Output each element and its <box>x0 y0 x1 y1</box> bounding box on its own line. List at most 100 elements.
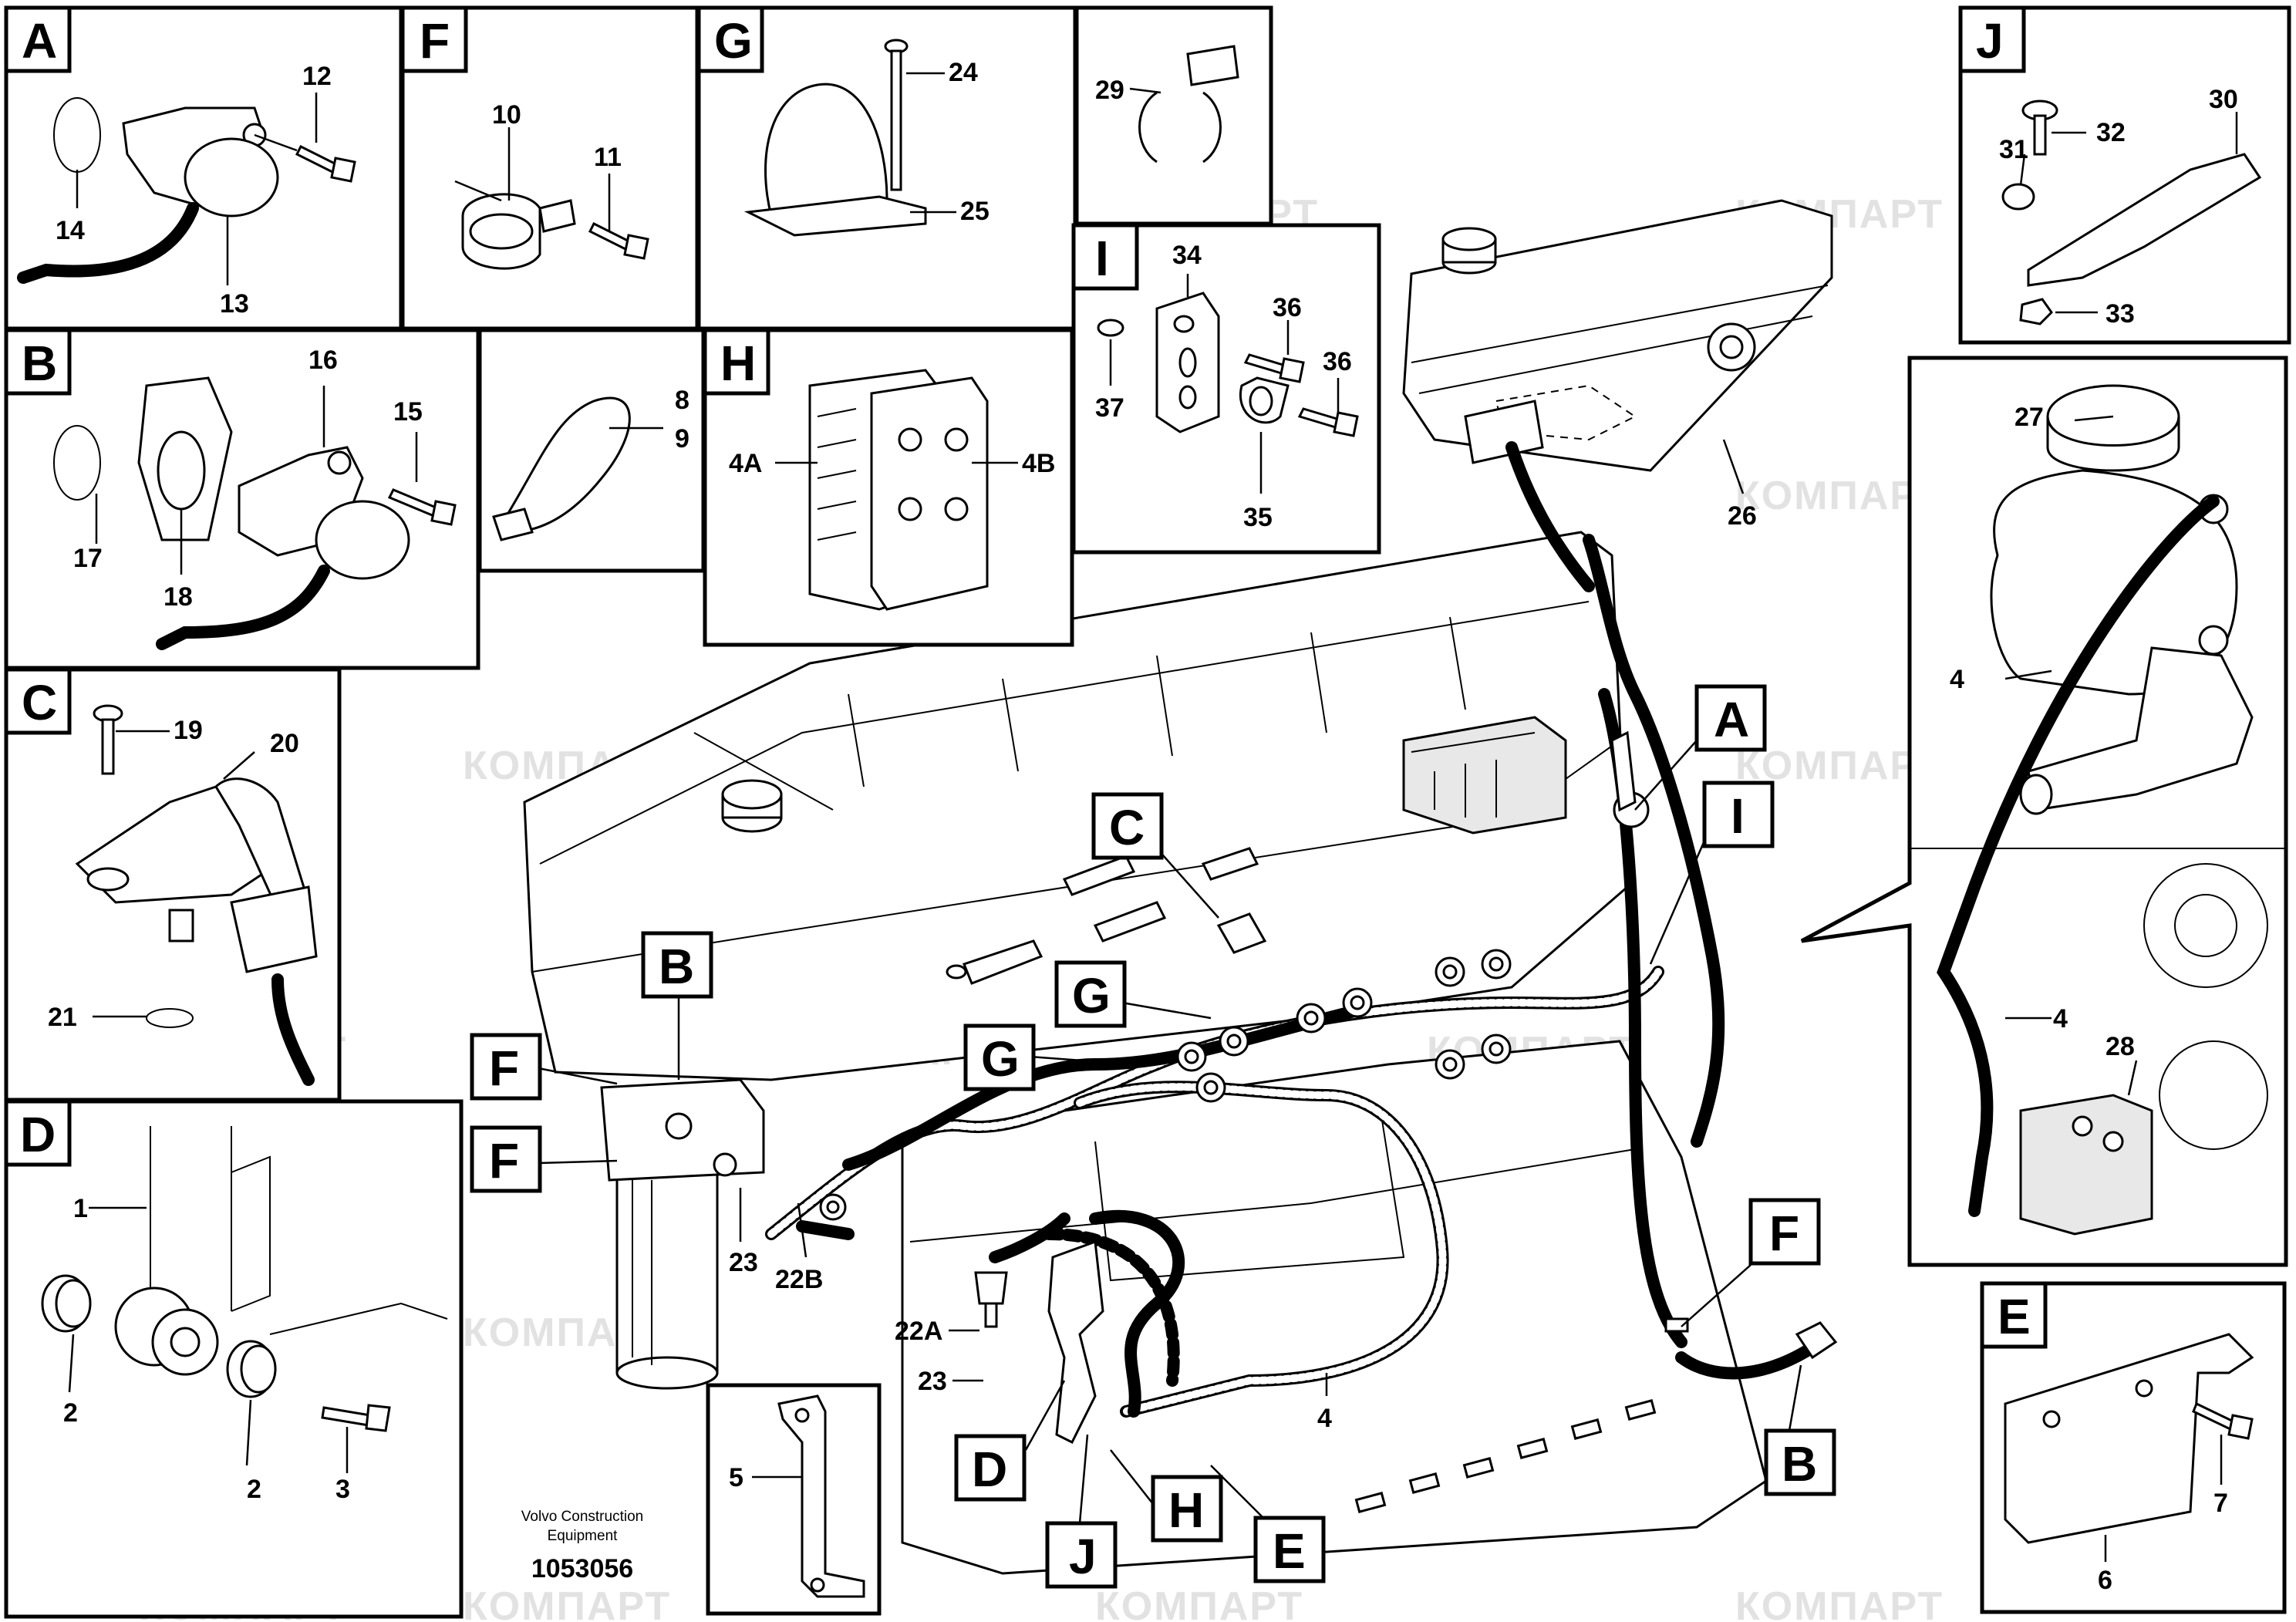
svg-text:2: 2 <box>63 1398 78 1428</box>
svg-text:16: 16 <box>308 346 338 375</box>
callout-b-right: B <box>1764 1364 1836 1496</box>
callout-h: H <box>1110 1449 1223 1543</box>
svg-text:7: 7 <box>2213 1489 2228 1518</box>
svg-text:B: B <box>22 336 57 391</box>
svg-text:2: 2 <box>247 1475 261 1504</box>
panel-b: B 16 15 17 18 <box>4 328 480 670</box>
callout-f-mid: F <box>470 1125 618 1193</box>
svg-text:C: C <box>1109 800 1145 855</box>
panel-a: A 12 14 13 <box>4 5 403 331</box>
connector-icon <box>1342 987 1373 1018</box>
svg-text:Volvo Construction: Volvo Construction <box>521 1509 643 1525</box>
panel-bracket5: 5 <box>706 1383 882 1616</box>
svg-text:35: 35 <box>1243 503 1273 532</box>
panel-f: F 10 11 <box>400 5 700 331</box>
nut-icon <box>2019 298 2053 325</box>
callout-g-bottom: G <box>963 1023 1135 1091</box>
pulleys-icon <box>1910 848 2286 1150</box>
cable-tie-icon <box>492 396 631 541</box>
svg-text:J: J <box>1069 1529 1097 1584</box>
svg-text:36: 36 <box>1323 347 1352 376</box>
svg-text:КОМПАРТ: КОМПАРТ <box>1095 1584 1303 1622</box>
callout-f-right: F <box>1681 1198 1821 1327</box>
callout-f-top: F <box>470 1033 618 1101</box>
callout-c: C <box>1091 792 1219 919</box>
temp-sensor-icon <box>1216 912 1267 954</box>
callout-i: I <box>1649 781 1775 965</box>
level-sensor-icon <box>1707 322 1756 372</box>
harness-connectors <box>819 730 1838 1445</box>
svg-text:20: 20 <box>270 729 299 758</box>
svg-text:F: F <box>489 1040 519 1096</box>
svg-text:D: D <box>20 1107 56 1162</box>
svg-text:G: G <box>1072 968 1111 1023</box>
mounting-bracket-j-icon <box>1047 1239 1104 1445</box>
panel-j: J 32 31 33 30 <box>1958 5 2291 345</box>
connector-icon <box>1219 1026 1249 1057</box>
svg-text:9: 9 <box>675 424 689 454</box>
svg-text:B: B <box>1782 1436 1817 1492</box>
bolt-icon <box>295 144 356 183</box>
speed-sensor-icon <box>238 446 410 580</box>
rubber-mount-icon <box>226 1340 277 1398</box>
document-caption: Volvo Construction Equipment 1053056 <box>521 1509 643 1583</box>
svg-text:1053056: 1053056 <box>531 1554 633 1583</box>
connector-icon <box>1481 949 1512 980</box>
svg-text:11: 11 <box>594 143 622 172</box>
panel-h: H 4A 4B <box>703 328 1074 647</box>
svg-text:G: G <box>714 13 753 69</box>
svg-text:F: F <box>1769 1206 1799 1261</box>
bolt-icon <box>387 488 457 526</box>
svg-text:F: F <box>489 1133 519 1189</box>
bolt-icon <box>1243 353 1305 383</box>
filler-cap-icon <box>1441 227 1497 275</box>
svg-text:КОМПАРТ: КОМПАРТ <box>463 1584 671 1622</box>
panel-d: D 1 2 2 3 <box>4 1099 464 1619</box>
bolt-icon <box>588 221 649 260</box>
callout-d: D <box>954 1380 1066 1502</box>
svg-text:13: 13 <box>220 289 249 319</box>
svg-text:18: 18 <box>164 582 193 612</box>
svg-text:22B: 22B <box>775 1265 823 1294</box>
svg-text:26: 26 <box>1728 501 1757 531</box>
ecu-28-icon <box>2019 1094 2153 1236</box>
connector-icon <box>1195 1072 1226 1103</box>
panel-g: G 24 25 <box>696 5 1077 331</box>
panel-a-letter-badge: A <box>4 5 72 73</box>
engine-ecu-icon <box>1402 716 1567 835</box>
main-part-numbers: 26 4 23 22B 22A 23 <box>729 439 1757 1433</box>
svg-text:6: 6 <box>2098 1566 2112 1595</box>
svg-text:17: 17 <box>73 544 103 573</box>
bolt-icon <box>2192 1401 2254 1440</box>
svg-text:F: F <box>420 13 450 69</box>
callout-g-top: G <box>1054 960 1212 1028</box>
panel-g-letter-badge: G <box>696 5 764 73</box>
svg-text:22A: 22A <box>895 1317 942 1346</box>
svg-text:8: 8 <box>675 386 689 415</box>
svg-text:36: 36 <box>1273 293 1302 322</box>
svg-text:24: 24 <box>949 58 978 87</box>
panel-e: E 7 6 <box>1980 1281 2287 1614</box>
crank-sensor-icon <box>1610 730 1650 828</box>
connector-icon <box>1481 1034 1512 1064</box>
cable-tie-mount-icon <box>743 83 927 237</box>
svg-text:15: 15 <box>393 397 423 427</box>
bracket-5-icon <box>777 1394 865 1598</box>
svg-text:C: C <box>22 675 57 730</box>
p-clip-icon <box>1239 376 1290 424</box>
connector-icon <box>819 1193 847 1221</box>
panel-clip: 29 <box>1074 5 1273 226</box>
svg-text:E: E <box>1998 1289 2031 1344</box>
bolt-icon <box>321 1404 391 1432</box>
fuel-filter-icon <box>600 1078 765 1390</box>
svg-text:A: A <box>1714 692 1749 747</box>
svg-text:I: I <box>1095 231 1109 286</box>
p-clip-icon <box>1664 1317 1689 1333</box>
svg-text:Equipment: Equipment <box>548 1528 619 1544</box>
svg-text:G: G <box>981 1031 1020 1087</box>
connector-icon <box>1435 956 1465 987</box>
svg-text:30: 30 <box>2209 85 2238 114</box>
svg-text:19: 19 <box>174 716 203 745</box>
sump-slots-icon <box>1354 1399 1657 1513</box>
